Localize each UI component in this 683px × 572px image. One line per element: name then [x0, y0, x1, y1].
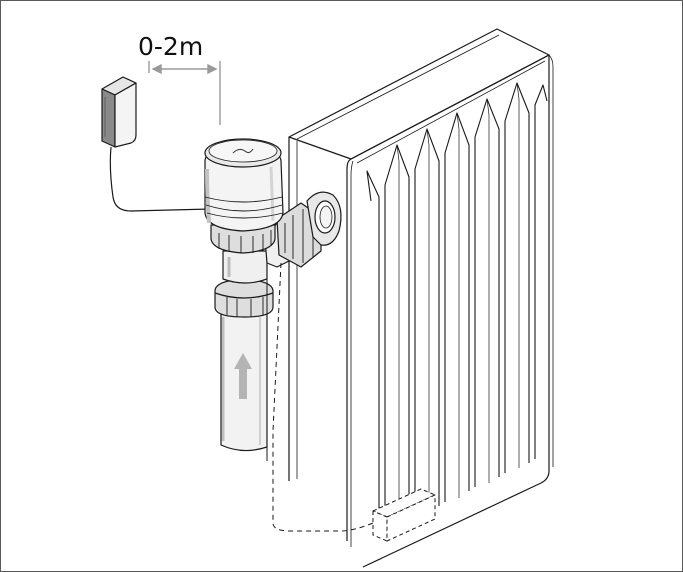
hidden-receiver-box — [372, 488, 436, 542]
distance-label: 0-2m — [138, 32, 203, 61]
radiator-fin — [414, 128, 440, 517]
dimension-arrow-right — [207, 63, 218, 75]
brand-logo-icon — [232, 148, 254, 154]
radiator-fin — [366, 170, 380, 536]
radiator-fin — [444, 112, 470, 502]
distance-dimension — [148, 61, 221, 125]
radiator-fin — [384, 144, 410, 531]
radiator-fin — [474, 98, 500, 487]
flow-direction-arrow — [234, 353, 252, 399]
dashed-cable — [272, 262, 374, 532]
thermostatic-head — [204, 138, 284, 254]
radiator-fin — [504, 82, 530, 473]
radiator-fins — [366, 82, 548, 536]
radiator — [288, 28, 554, 568]
pipe-nut — [214, 278, 274, 318]
sensor-cable — [109, 146, 212, 212]
remote-sensor — [101, 76, 137, 148]
radiator-front — [350, 54, 550, 568]
dimension-arrow-left — [151, 63, 162, 75]
radiator-top — [288, 28, 550, 160]
valve-ring — [210, 224, 276, 254]
